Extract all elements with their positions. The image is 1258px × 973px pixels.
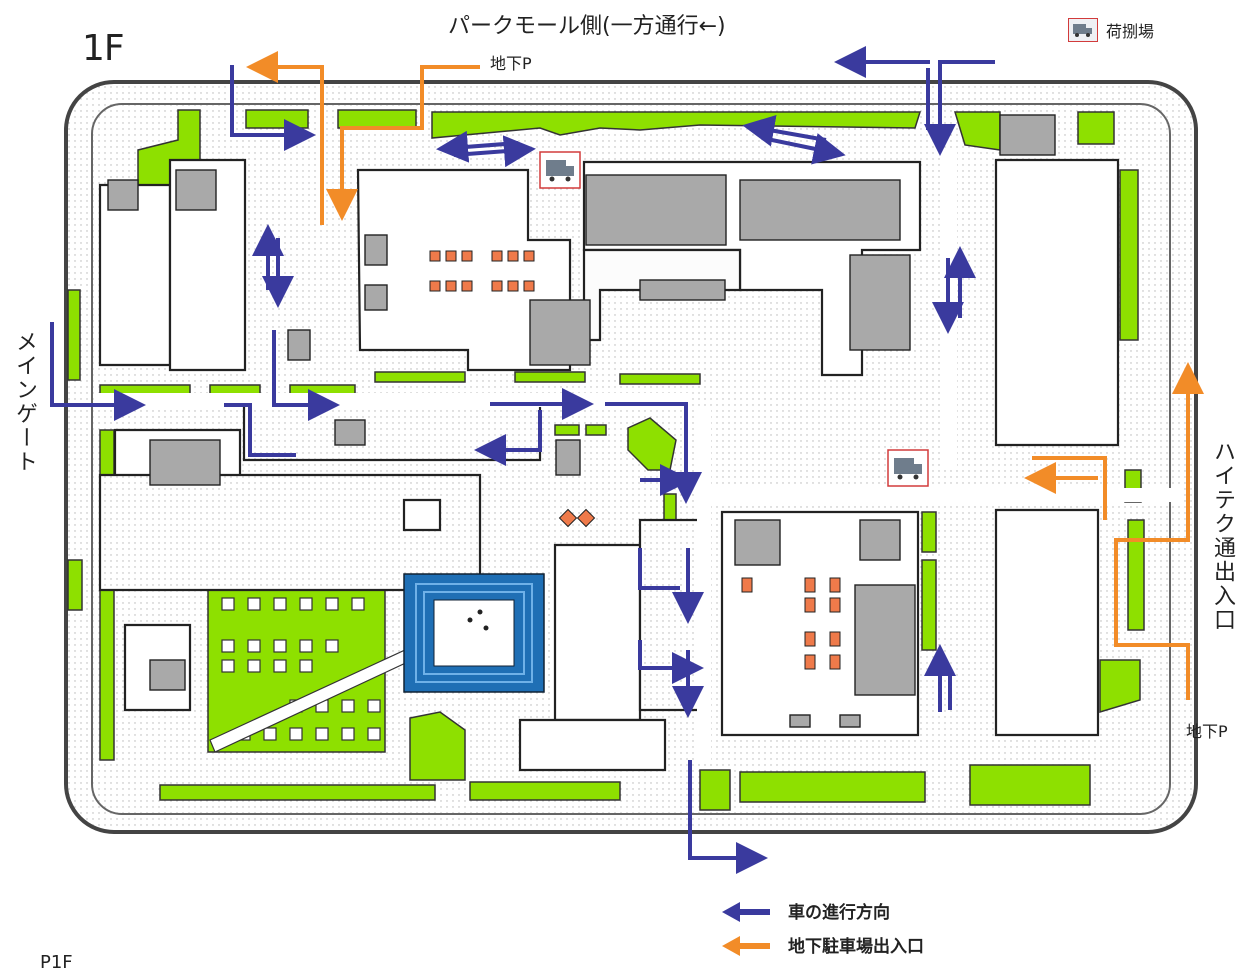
shop-blocks [429, 250, 841, 670]
bottom-floor-label: P1F [40, 952, 73, 973]
legend-underground-parking: 地下駐車場出入口 [722, 932, 924, 957]
legend-underground-parking-label: 地下駐車場出入口 [788, 937, 924, 957]
north-side-label: パークモール側(一方通行←) [448, 14, 726, 39]
loading-dock-marker-1 [539, 151, 581, 189]
hitech-entrance-label: ハイテク通出入口 [1210, 440, 1235, 632]
underground-p-label-right: 地下P [1186, 722, 1228, 741]
truck-icon [1068, 18, 1098, 42]
loading-dock-marker-2 [887, 449, 929, 487]
legend-car-direction-label: 車の進行方向 [788, 903, 890, 923]
legend-arrow-car [722, 902, 770, 922]
gray-blocks [107, 114, 1056, 728]
floor-label: 1F [82, 28, 125, 69]
legend-arrow-parking [722, 936, 770, 956]
loading-dock-legend-label: 荷捌場 [1106, 22, 1155, 41]
main-gate-label: メインゲート [12, 330, 37, 474]
parking-arrows [246, 51, 1204, 700]
pond [403, 573, 545, 693]
car-direction-arrows [50, 46, 995, 874]
legend-car-direction: 車の進行方向 [722, 898, 890, 923]
underground-p-label-top: 地下P [490, 54, 532, 73]
loading-dock-legend: 荷捌場 [1068, 18, 1154, 42]
